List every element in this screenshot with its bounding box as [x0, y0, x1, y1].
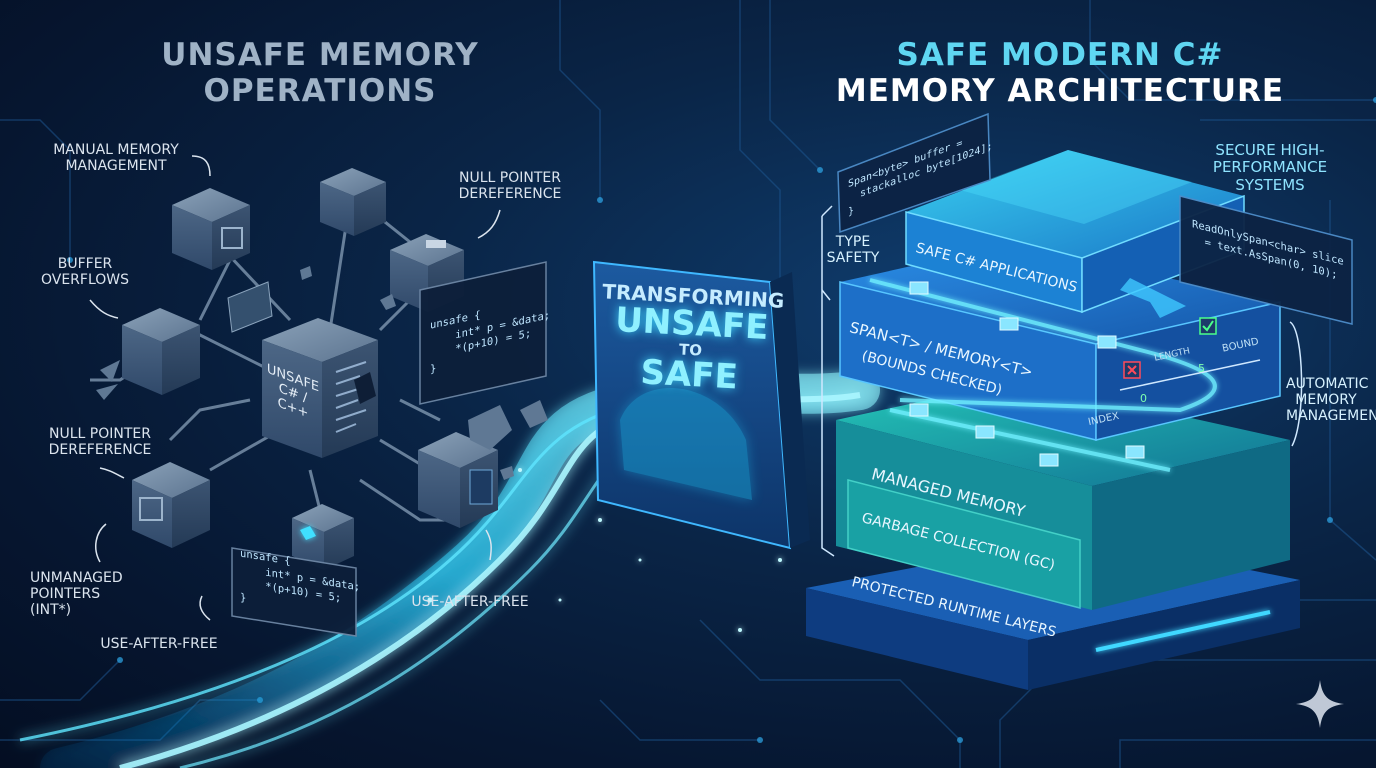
debris-fragments — [96, 266, 548, 480]
bounds-five-label: 5 — [1198, 362, 1205, 375]
cube-bottom-left — [132, 462, 210, 548]
data-chips — [909, 281, 1145, 467]
label-manual-memory: Manual Memory Management — [53, 142, 179, 175]
code-panel-readonly — [1179, 195, 1353, 325]
label-type-safety: Type Safety — [826, 234, 880, 267]
label-arrows-left — [89, 155, 501, 621]
data-flow-path — [869, 278, 1217, 472]
cube-center-unsafe — [262, 318, 378, 458]
cube-bottom-middle — [292, 504, 354, 570]
label-secure-systems: Secure High-Performance Systems — [1212, 141, 1328, 194]
right-title-line1: Safe Modern C# — [896, 37, 1224, 73]
label-null-pointer-top: Null Pointer Dereference — [458, 170, 562, 203]
cube-top-left — [172, 188, 250, 270]
label-automatic-memory: Automatic Memory Management — [1286, 376, 1376, 425]
label-use-after-free-bottom: Use-After-Free — [100, 636, 218, 652]
bounds-zero-label: 0 — [1140, 392, 1147, 405]
cube-right — [418, 432, 498, 528]
automatic-memory-bracket — [1289, 321, 1303, 447]
code-panel-bottom — [231, 547, 357, 637]
sparkle-icon — [1296, 680, 1344, 728]
left-title: Unsafe Memory Operations — [161, 37, 479, 109]
label-buffer-overflows: Buffer Overflows — [40, 256, 130, 289]
cube-left — [122, 308, 200, 395]
right-title: Safe Modern C# Memory Architecture — [820, 37, 1300, 109]
cube-top-middle — [320, 168, 386, 236]
code-panel-top — [419, 261, 547, 405]
label-unmanaged-pointers: Unmanaged Pointers (int*) — [30, 570, 123, 619]
layer-managed — [836, 380, 1290, 610]
arrow-into-apps — [1120, 278, 1186, 318]
transform-gate — [592, 260, 810, 550]
gate-text: Transforming Unsafe to Safe — [595, 279, 786, 399]
type-safety-bracket — [821, 205, 835, 557]
bounds-check-icons — [1119, 317, 1261, 391]
label-use-after-free-right: Use-After-Free — [411, 594, 529, 610]
floating-window-icon — [227, 281, 273, 333]
code-panel-span — [837, 112, 991, 234]
label-null-pointer-left: Null Pointer Dereference — [48, 426, 152, 459]
right-title-line2: Memory Architecture — [835, 72, 1285, 109]
